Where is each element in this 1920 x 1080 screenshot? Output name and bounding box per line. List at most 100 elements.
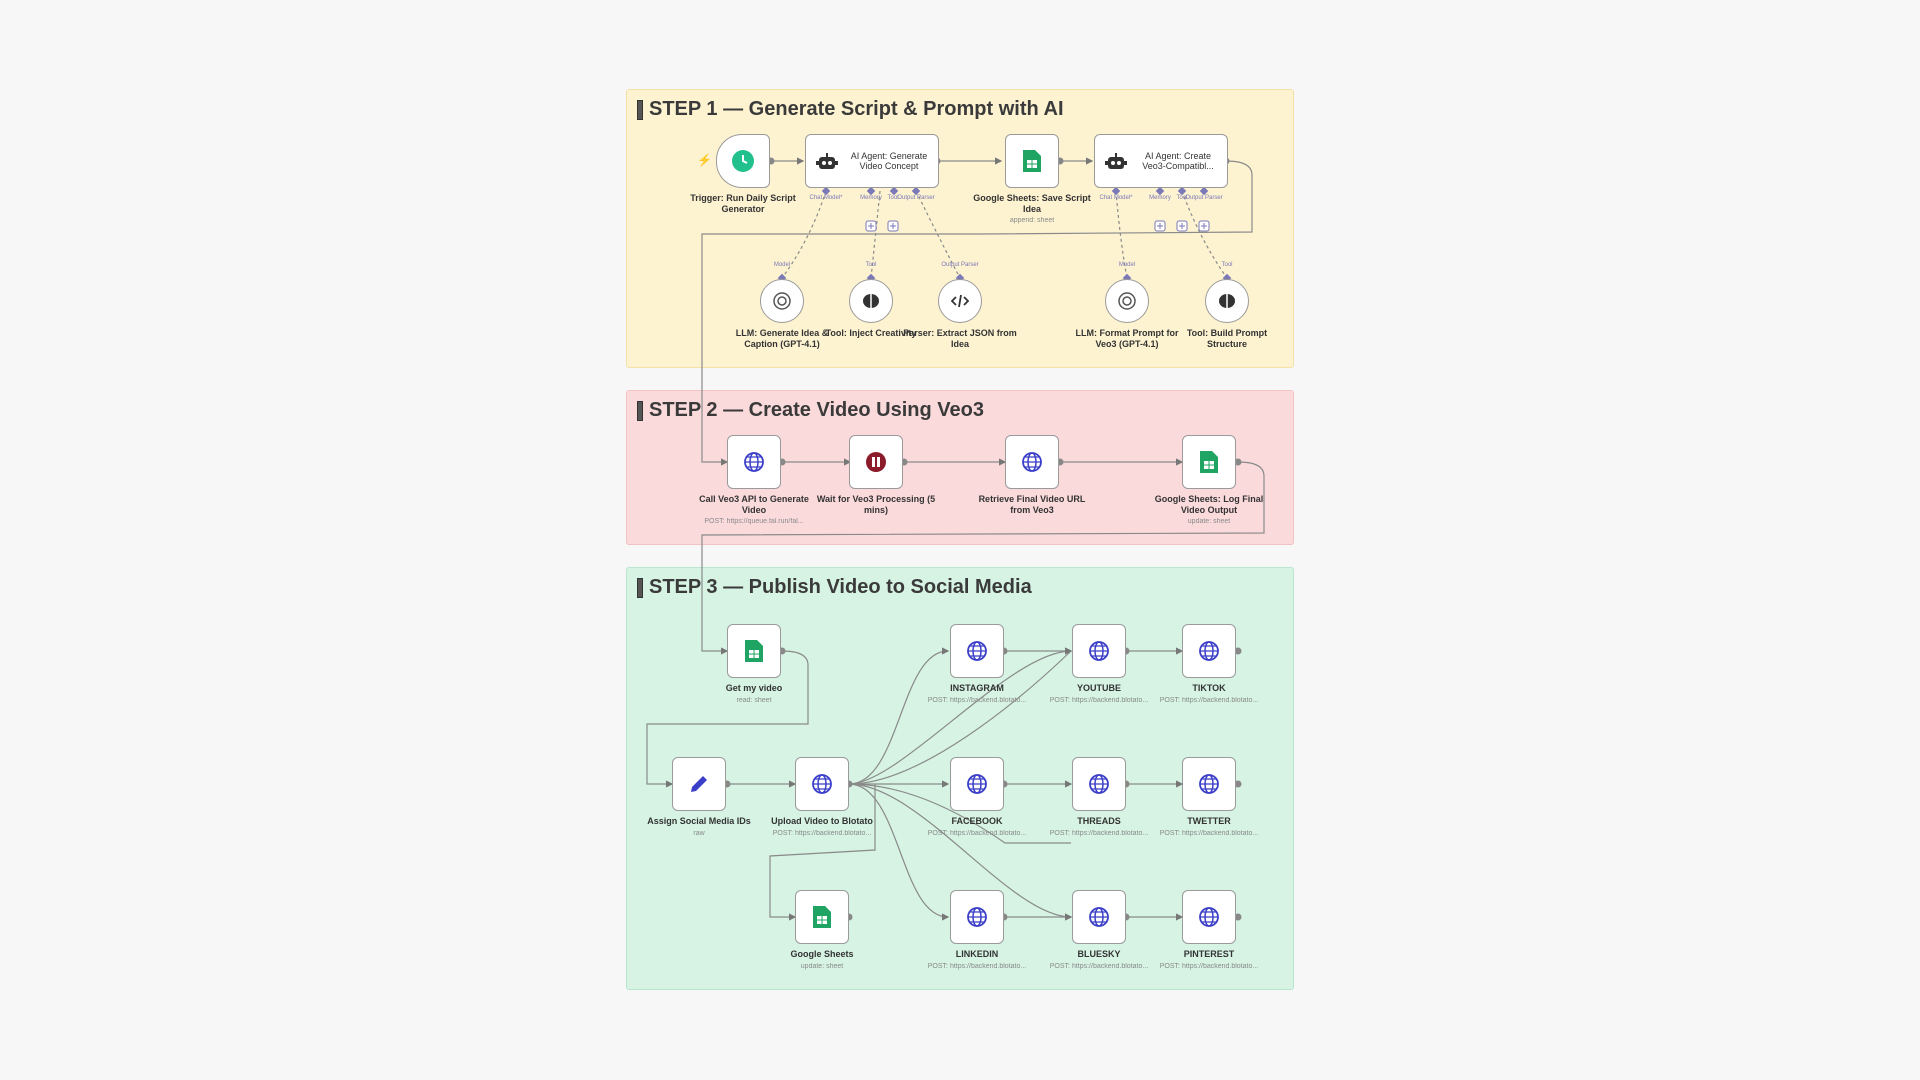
robot-icon <box>816 153 838 169</box>
step2-title: STEP 2 — Create Video Using Veo3 <box>637 399 984 422</box>
sheets-log-node[interactable] <box>1182 435 1236 489</box>
pinterest-label: PINTEREST <box>1183 949 1235 959</box>
facebook-sub: POST: https://backend.blotato... <box>927 830 1027 837</box>
trigger-node[interactable] <box>716 134 770 188</box>
tool1-port-label: Tool <box>865 262 877 268</box>
agent2-node[interactable]: AI Agent: Create Veo3-Compatibl... <box>1094 134 1228 188</box>
agent1-port-parser: Output Parser <box>897 195 935 201</box>
twitter-node[interactable] <box>1182 757 1236 811</box>
call-veo3-label: Call Veo3 API to Generate Video <box>699 494 809 515</box>
llm1-label: LLM: Generate Idea & Caption (GPT-4.1) <box>735 328 829 349</box>
youtube-label: YOUTUBE <box>1076 683 1121 693</box>
threads-node[interactable] <box>1072 757 1126 811</box>
upload-node[interactable] <box>795 757 849 811</box>
globe-icon <box>1089 907 1109 927</box>
instagram-label: INSTAGRAM <box>950 683 1004 693</box>
sheets3-sub: update: sheet <box>800 963 844 970</box>
tiktok-sub: POST: https://backend.blotato... <box>1159 697 1259 704</box>
agent2-port-chat: Chat Model* <box>1099 195 1133 201</box>
facebook-label: FACEBOOK <box>951 816 1003 826</box>
bluesky-sub: POST: https://backend.blotato... <box>1049 963 1149 970</box>
sheets3-label: Google Sheets <box>790 949 854 959</box>
tool2-node[interactable] <box>1205 279 1249 323</box>
brain-icon <box>1219 294 1235 308</box>
llm1-node[interactable] <box>760 279 804 323</box>
call-veo3-sub: POST: https://queue.fal.run/fal... <box>704 518 804 525</box>
assign-label: Assign Social Media IDs <box>647 816 751 826</box>
globe-icon <box>1199 774 1219 794</box>
pencil-icon <box>691 776 707 792</box>
retrieve-label: Retrieve Final Video URL from Veo3 <box>978 494 1086 515</box>
youtube-node[interactable] <box>1072 624 1126 678</box>
parser-port-label: Output Parser <box>941 262 979 268</box>
agent1-node[interactable]: AI Agent: Generate Video Concept <box>805 134 939 188</box>
wait-label: Wait for Veo3 Processing (5 mins) <box>816 494 936 515</box>
wait-node[interactable] <box>849 435 903 489</box>
llm2-label: LLM: Format Prompt for Veo3 (GPT-4.1) <box>1075 328 1179 349</box>
sheets-icon <box>1023 150 1041 172</box>
sheets3-node[interactable] <box>795 890 849 944</box>
llm2-node[interactable] <box>1105 279 1149 323</box>
agent2-port-memory: Memory <box>1149 195 1171 201</box>
pinterest-node[interactable] <box>1182 890 1236 944</box>
globe-icon <box>1199 907 1219 927</box>
bluesky-node[interactable] <box>1072 890 1126 944</box>
globe-icon <box>812 774 832 794</box>
globe-icon <box>967 641 987 661</box>
linkedin-sub: POST: https://backend.blotato... <box>927 963 1027 970</box>
tiktok-node[interactable] <box>1182 624 1236 678</box>
instagram-sub: POST: https://backend.blotato... <box>927 697 1027 704</box>
globe-icon <box>1089 774 1109 794</box>
globe-icon <box>967 907 987 927</box>
parser-label: Parser: Extract JSON from Idea <box>903 328 1017 349</box>
threads-sub: POST: https://backend.blotato... <box>1049 830 1149 837</box>
code-icon <box>950 294 970 308</box>
agent1-title: AI Agent: Generate Video Concept <box>850 151 928 171</box>
agent1-port-chat: Chat Model* <box>809 195 843 201</box>
upload-label: Upload Video to Blotato <box>771 816 873 826</box>
step3-title: STEP 3 — Publish Video to Social Media <box>637 576 1032 599</box>
globe-icon <box>967 774 987 794</box>
get-video-label: Get my video <box>725 683 783 693</box>
tool1-label: Tool: Inject Creativity <box>825 328 917 338</box>
linkedin-node[interactable] <box>950 890 1004 944</box>
linkedin-label: LINKEDIN <box>955 949 999 959</box>
agent1-port-tool: Tool <box>887 195 899 201</box>
facebook-node[interactable] <box>950 757 1004 811</box>
retrieve-node[interactable] <box>1005 435 1059 489</box>
trigger-label: Trigger: Run Daily Script Generator <box>690 193 796 214</box>
robot-icon <box>1105 153 1127 169</box>
agent2-port-parser: Output Parser <box>1185 195 1223 201</box>
brain-icon <box>863 294 879 308</box>
parser-node[interactable] <box>938 279 982 323</box>
openai-icon <box>773 292 791 310</box>
globe-icon <box>1199 641 1219 661</box>
instagram-node[interactable] <box>950 624 1004 678</box>
threads-label: THREADS <box>1077 816 1121 826</box>
twitter-sub: POST: https://backend.blotato... <box>1159 830 1259 837</box>
agent2-title: AI Agent: Create Veo3-Compatibl... <box>1142 151 1214 171</box>
call-veo3-node[interactable] <box>727 435 781 489</box>
youtube-sub: POST: https://backend.blotato... <box>1049 697 1149 704</box>
globe-icon <box>744 452 764 472</box>
twitter-label: TWETTER <box>1187 816 1231 826</box>
llm1-port-label: Model <box>773 262 791 268</box>
get-video-sub: read: sheet <box>736 697 772 704</box>
sheets-save-label: Google Sheets: Save Script Idea <box>973 193 1091 214</box>
pinterest-sub: POST: https://backend.blotato... <box>1159 963 1259 970</box>
assign-node[interactable] <box>672 757 726 811</box>
tool1-node[interactable] <box>849 279 893 323</box>
sheets-save-sub: append: sheet <box>1009 217 1055 224</box>
sheets-icon <box>745 640 763 662</box>
pause-icon <box>866 452 886 472</box>
globe-icon <box>1022 452 1042 472</box>
sheets-log-sub: update: sheet <box>1187 518 1231 525</box>
sheets-save-node[interactable] <box>1005 134 1059 188</box>
sheets-icon <box>813 906 831 928</box>
get-video-node[interactable] <box>727 624 781 678</box>
agent1-port-memory: Memory <box>860 195 882 201</box>
step1-title: STEP 1 — Generate Script & Prompt with A… <box>637 98 1064 121</box>
tiktok-label: TIKTOK <box>1192 683 1226 693</box>
tool2-port-label: Tool <box>1221 262 1233 268</box>
clock-icon <box>732 150 754 172</box>
